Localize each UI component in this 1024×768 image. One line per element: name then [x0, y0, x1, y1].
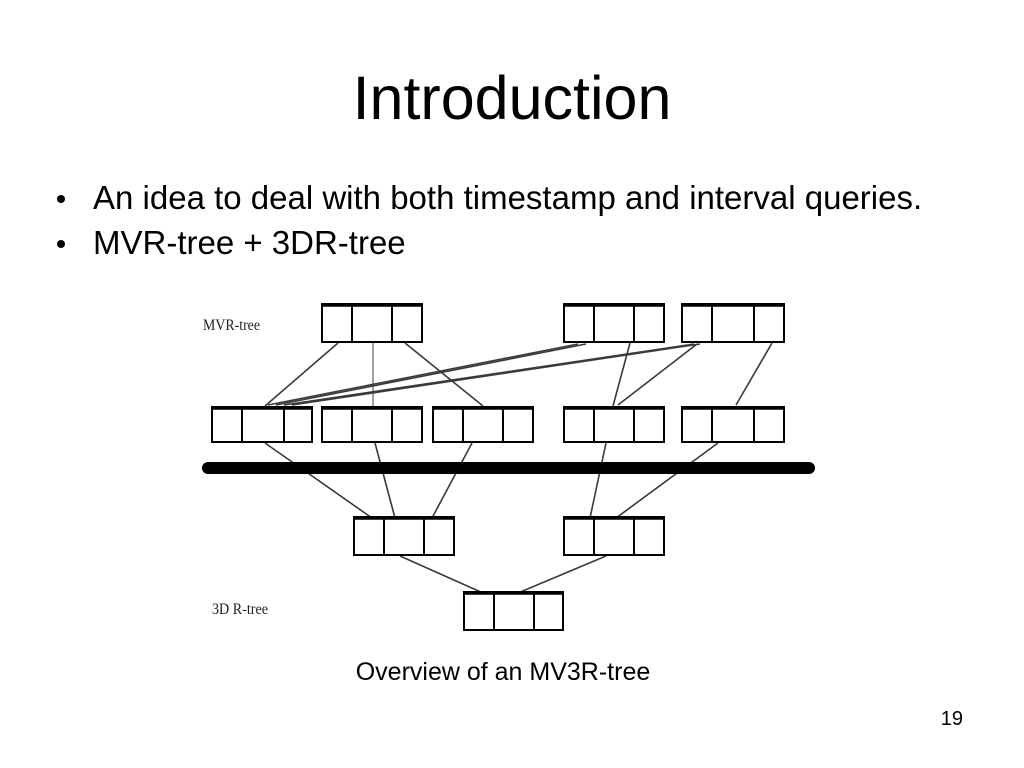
node-box [432, 406, 534, 443]
mvr-root-node-b [563, 303, 665, 343]
bullet-item: An idea to deal with both timestamp and … [0, 181, 1024, 214]
edge-node-d-to-node-i [264, 442, 373, 519]
mvr-root-node-a [321, 303, 423, 343]
mvr-tree-label: MVR-tree [203, 317, 260, 334]
edge-root-b-to-node-g [612, 342, 631, 407]
bullet-text: MVR-tree + 3DR-tree [93, 224, 406, 261]
mvr-leaf-node-h [681, 406, 785, 443]
mvr-leaf-node-f [432, 406, 534, 443]
node-box [353, 516, 455, 556]
node-box [321, 406, 423, 443]
node-box [563, 303, 665, 343]
slide-title: Introduction [352, 64, 672, 132]
r3d-node-i [353, 516, 455, 556]
figure-caption: Overview of an MV3R-tree [355, 658, 651, 686]
node-box [321, 303, 423, 343]
edge-node-h-to-node-j [615, 442, 719, 519]
node-box [463, 591, 564, 631]
node-box [681, 406, 785, 443]
edge-root-c-to-node-d [291, 343, 701, 406]
edge-node-j-to-node-k [517, 555, 607, 594]
node-box [681, 303, 785, 343]
mvr-leaf-node-d [211, 406, 313, 443]
edge-root-a-to-node-f [404, 342, 484, 407]
edge-node-f-to-node-i [431, 442, 473, 519]
bullet-text: An idea to deal with both timestamp and … [93, 179, 923, 216]
edge-root-a-to-node-d [264, 342, 339, 407]
edge-node-g-to-node-j [589, 442, 607, 519]
tree-separator-bar [202, 462, 815, 474]
bullet-item: MVR-tree + 3DR-tree [0, 226, 1024, 259]
bullet-icon [57, 240, 65, 248]
bullet-icon [57, 195, 65, 203]
edge-root-c-to-node-d [283, 343, 695, 406]
r3d-root-node-k [463, 591, 564, 631]
edge-node-i-to-node-k [399, 555, 484, 594]
3d-r-tree-label: 3D R-tree [212, 601, 268, 618]
page-number: 19 [940, 708, 963, 730]
mvr-leaf-node-e [321, 406, 423, 443]
edge-root-c-to-node-g [617, 343, 698, 406]
node-box [211, 406, 313, 443]
edge-node-e-to-node-i [374, 442, 396, 519]
node-box [563, 406, 665, 443]
edge-root-c-to-node-h [735, 342, 773, 406]
node-box [563, 516, 665, 556]
edge-root-b-to-node-d [275, 343, 587, 406]
mvr-leaf-node-g [563, 406, 665, 443]
edge-root-b-to-node-d [267, 343, 579, 406]
r3d-node-j [563, 516, 665, 556]
mvr-root-node-c [681, 303, 785, 343]
